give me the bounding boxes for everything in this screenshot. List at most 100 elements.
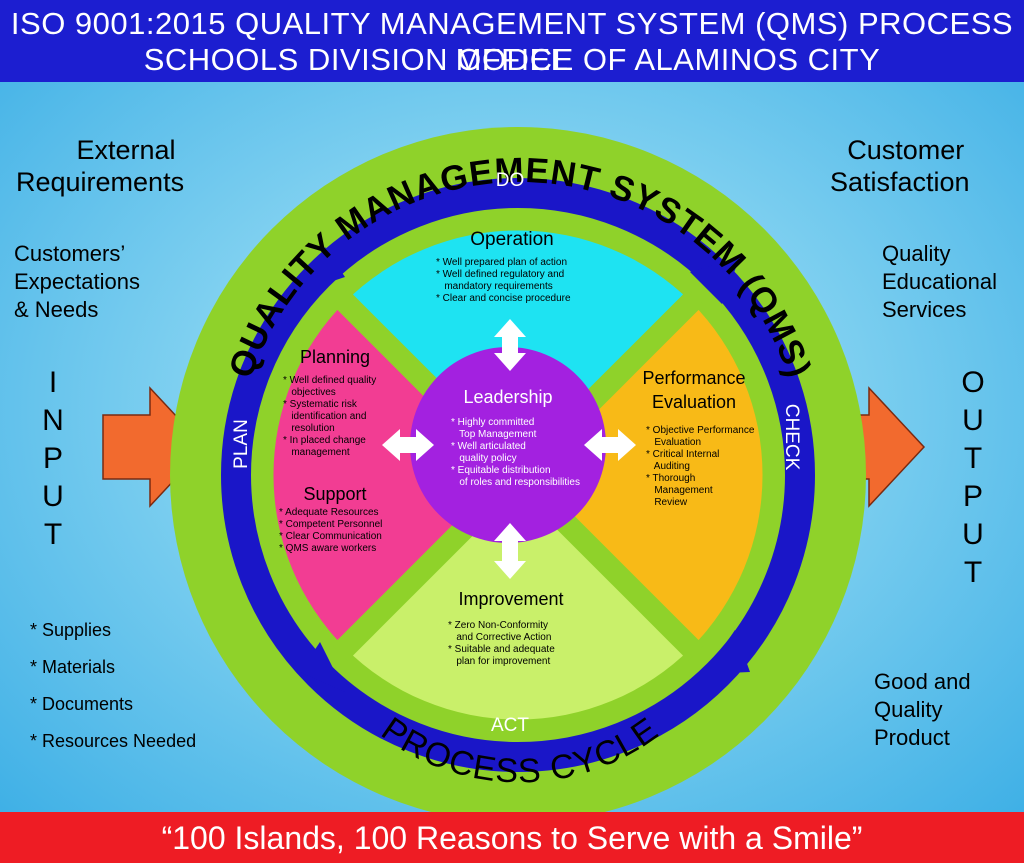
bullet-line: * Suitable and adequate xyxy=(448,644,555,655)
customer-satisfaction-label: Customer Satisfaction xyxy=(830,134,970,198)
bullet-line: * Well defined regulatory and xyxy=(436,269,564,280)
list-item: * Resources Needed xyxy=(30,731,197,751)
satisfaction-line-2: Satisfaction xyxy=(830,167,970,197)
satisfaction-line-1: Customer xyxy=(847,135,965,165)
bullet-line: * In placed change xyxy=(283,435,366,446)
external-line-1: External xyxy=(76,135,176,165)
do-label: DO xyxy=(496,170,525,191)
quality-line-3: Services xyxy=(882,297,967,322)
bullet-line: resolution xyxy=(283,423,335,434)
bullet-line: mandatory requirements xyxy=(436,281,553,292)
quality-line-2: Educational xyxy=(882,269,997,294)
input-label: I N P U T xyxy=(38,364,68,554)
leadership-bullets: * Highly committed Top Management* Well … xyxy=(451,417,580,488)
act-label: ACT xyxy=(491,715,529,736)
planning-bullets: * Well defined quality objectives* Syste… xyxy=(283,375,376,458)
bullet-line: * Well defined quality xyxy=(283,375,376,386)
planning-title: Planning xyxy=(300,347,370,367)
bullet-line: * Objective Performance xyxy=(646,425,755,436)
customers-needs-label: Customers’ Expectations & Needs xyxy=(14,240,140,324)
bullet-line: * Well prepared plan of action xyxy=(436,257,567,268)
bullet-line: * Zero Non-Conformity xyxy=(448,620,548,631)
support-bullets: * Adequate Resources* Competent Personne… xyxy=(279,507,382,554)
customers-line-2: Expectations xyxy=(14,269,140,294)
planning-quadrant xyxy=(273,302,518,648)
input-letter: U xyxy=(42,480,64,513)
bullet-line: * Adequate Resources xyxy=(279,507,379,518)
header-subtitle: SCHOOLS DIVISION OFFICE OF ALAMINOS CITY xyxy=(143,42,881,77)
input-letter: T xyxy=(43,518,63,551)
bullet-line: * Clear and concise procedure xyxy=(436,293,571,304)
product-line-1: Good and xyxy=(874,669,971,694)
bullet-line: * Clear Communication xyxy=(279,531,382,542)
blue-cycle-ring xyxy=(221,178,815,772)
list-item: * Supplies xyxy=(30,620,112,640)
connector-arrows xyxy=(382,319,636,579)
bullet-line: identification and xyxy=(283,411,366,422)
input-items-list: * Supplies * Materials * Documents * Res… xyxy=(30,612,196,760)
left-right-arrow xyxy=(584,429,636,461)
output-label: O U T P U T xyxy=(958,364,988,592)
improvement-title: Improvement xyxy=(458,589,563,609)
output-letter: U xyxy=(962,518,984,551)
customers-line-3: & Needs xyxy=(14,297,99,322)
input-letter: P xyxy=(42,442,63,475)
external-line-2: Requirements xyxy=(16,167,185,197)
improvement-bullets: * Zero Non-Conformity and Corrective Act… xyxy=(448,620,555,667)
bullet-line: * Well articulated xyxy=(451,441,526,452)
plan-label: PLAN xyxy=(231,419,252,469)
bullet-line: * QMS aware workers xyxy=(279,543,376,554)
bullet-line: Evaluation xyxy=(646,437,701,448)
check-arrowhead xyxy=(705,630,750,674)
do-arrowhead xyxy=(690,257,740,304)
customers-line-1: Customers’ xyxy=(14,241,126,266)
bullet-line: Review xyxy=(646,497,688,508)
header-title: ISO 9001:2015 QUALITY MANAGEMENT SYSTEM … xyxy=(10,6,1014,77)
output-letter: O xyxy=(961,366,985,399)
list-item: * Materials xyxy=(30,657,116,677)
quality-services-label: Quality Educational Services xyxy=(882,240,997,324)
output-letter: T xyxy=(963,442,983,475)
support-title: Support xyxy=(303,484,366,504)
left-right-arrow xyxy=(382,429,434,461)
bullet-line: management xyxy=(283,447,350,458)
bullet-line: objectives xyxy=(283,387,336,398)
quality-line-1: Quality xyxy=(882,241,951,266)
product-line-3: Product xyxy=(874,725,950,750)
output-letter: T xyxy=(963,556,983,589)
bullet-line: Top Management xyxy=(451,429,537,440)
bullet-line: and Corrective Action xyxy=(448,632,551,643)
product-line-2: Quality xyxy=(874,697,943,722)
footer-banner: “100 Islands, 100 Reasons to Serve with … xyxy=(0,812,1024,863)
bullet-line: * Competent Personnel xyxy=(279,519,382,530)
external-requirements-label: External Requirements xyxy=(16,134,184,198)
performance-quadrant xyxy=(518,302,763,648)
bullet-line: Auditing xyxy=(646,461,690,472)
improvement-quadrant xyxy=(345,475,691,720)
bullet-line: * Highly committed xyxy=(451,417,534,428)
bullet-line: * Critical Internal xyxy=(646,449,719,460)
footer-slogan: “100 Islands, 100 Reasons to Serve with … xyxy=(161,820,863,856)
plan-arrowhead xyxy=(300,247,345,292)
input-letter: N xyxy=(42,404,64,437)
operation-bullets: * Well prepared plan of action* Well def… xyxy=(436,257,571,304)
performance-bullets: * Objective Performance Evaluation* Crit… xyxy=(646,425,755,508)
bullet-line: * Equitable distribution xyxy=(451,465,551,476)
quality-product-label: Good and Quality Product xyxy=(874,668,971,752)
diagram-stage: External Requirements Customers’ Expecta… xyxy=(0,82,1024,812)
check-label: CHECK xyxy=(781,404,802,471)
output-letter: P xyxy=(962,480,983,513)
act-arrowhead xyxy=(300,642,345,692)
up-down-arrow xyxy=(494,523,526,579)
list-item: * Documents xyxy=(30,694,134,714)
bullet-line: of roles and responsibilities xyxy=(451,477,580,488)
leadership-title: Leadership xyxy=(463,387,552,407)
bullet-line: * Systematic risk xyxy=(283,399,358,410)
bullet-line: * Thorough xyxy=(646,473,695,484)
header-banner: ISO 9001:2015 QUALITY MANAGEMENT SYSTEM … xyxy=(0,0,1024,82)
bullet-line: Management xyxy=(646,485,713,496)
output-letter: U xyxy=(962,404,984,437)
operation-title: Operation xyxy=(470,229,553,250)
bullet-line: quality policy xyxy=(451,453,517,464)
performance-title-2: Evaluation xyxy=(652,392,736,412)
